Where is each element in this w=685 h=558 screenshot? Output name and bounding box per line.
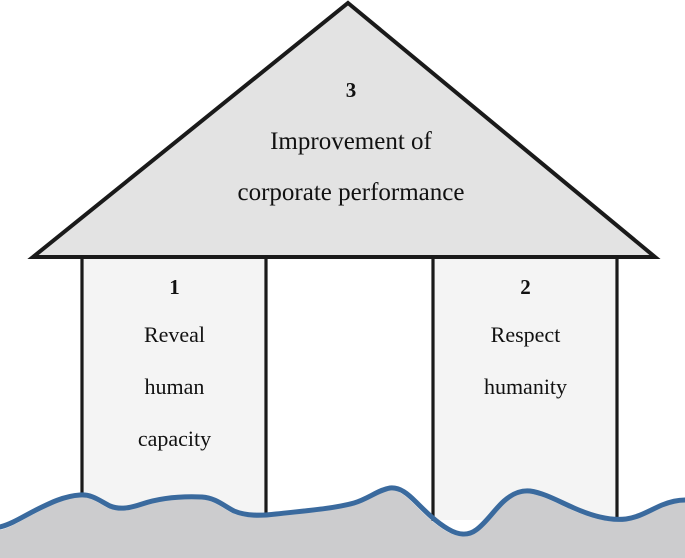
pillar-right-body — [434, 258, 617, 520]
pillar-left-body — [83, 258, 266, 520]
ground-fill — [0, 489, 685, 558]
ground-wave-line — [0, 485, 685, 537]
roof-triangle — [27, 0, 661, 259]
